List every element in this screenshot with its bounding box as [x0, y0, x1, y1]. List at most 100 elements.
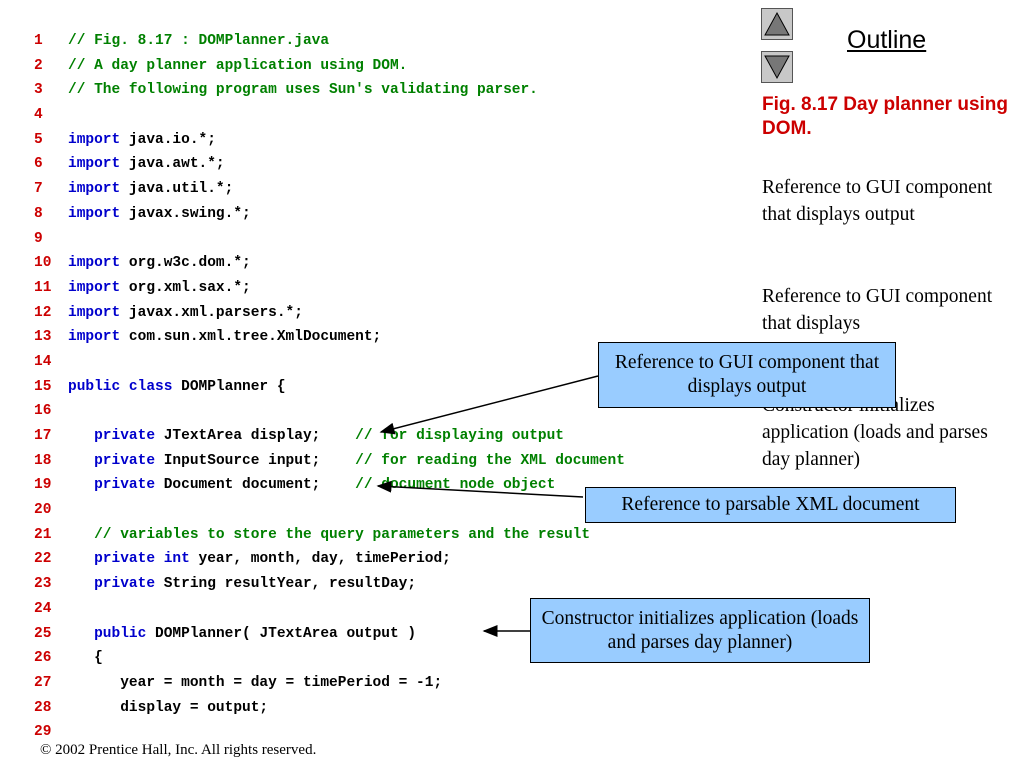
code-keyword: import — [68, 181, 121, 198]
line-number: 19 — [34, 477, 52, 494]
code-text — [68, 477, 94, 493]
line-number: 29 — [34, 724, 52, 741]
code-keyword: import — [68, 304, 121, 321]
line-number: 18 — [34, 452, 52, 469]
line-number: 3 — [34, 82, 43, 99]
code-line: 22 private int year, month, day, timePer… — [34, 547, 744, 572]
code-text: org.xml.sax.*; — [120, 279, 251, 296]
code-line: 8 import javax.swing.*; — [34, 202, 744, 227]
line-number: 13 — [34, 329, 52, 346]
code-text — [68, 576, 94, 592]
line-number: 5 — [34, 131, 43, 148]
line-number: 7 — [34, 181, 43, 198]
line-number: 1 — [34, 33, 43, 49]
code-keyword: private — [94, 452, 156, 469]
line-number: 11 — [34, 279, 52, 296]
line-number: 4 — [34, 107, 43, 124]
code-line: 16 — [34, 399, 744, 424]
line-number: 17 — [34, 428, 52, 444]
code-keyword: private — [94, 477, 156, 494]
callout-document: Reference to parsable XML document — [585, 487, 956, 523]
code-text: JTextArea display; — [155, 428, 356, 444]
code-line: 21 // variables to store the query param… — [34, 523, 744, 548]
code-keyword: import — [68, 131, 121, 148]
code-text: year = month = day = timePeriod = -1; — [68, 674, 443, 691]
previous-slide-button[interactable] — [761, 8, 793, 40]
code-line: 20 — [34, 498, 744, 523]
code-comment: // for displaying output — [355, 428, 565, 444]
code-text — [68, 453, 94, 469]
line-number: 25 — [34, 625, 52, 642]
code-text: DOMPlanner { — [172, 378, 286, 395]
code-text: javax.swing.*; — [120, 205, 251, 222]
code-text: java.util.*; — [120, 181, 234, 198]
line-number: 20 — [34, 502, 52, 519]
code-keyword: import — [68, 205, 121, 222]
code-text — [68, 551, 94, 567]
line-number: 14 — [34, 353, 52, 370]
code-keyword: private — [94, 576, 156, 593]
line-number: 28 — [34, 699, 52, 716]
figure-title: Fig. 8.17 Day planner using DOM. — [762, 94, 1009, 139]
code-text: String resultYear, resultDay; — [155, 576, 417, 593]
line-number: 21 — [34, 526, 52, 543]
line-number: 12 — [34, 304, 52, 321]
code-text: display = output; — [68, 699, 269, 716]
code-line: 2// A day planner application using DOM. — [34, 54, 744, 79]
code-line: 15 public class DOMPlanner { — [34, 375, 744, 400]
code-line: 28 display = output; — [34, 696, 744, 721]
code-line: 4 — [34, 103, 744, 128]
code-line: 24 — [34, 597, 744, 622]
code-line: 3 // The following program uses Sun's val… — [34, 78, 744, 103]
code-keyword: private — [94, 428, 156, 444]
code-text: year, month, day, timePeriod; — [189, 551, 451, 568]
code-comment: // Fig. 8.17 : DOMPlanner.java — [68, 33, 330, 49]
line-number: 8 — [34, 205, 43, 222]
line-number: 26 — [34, 650, 52, 667]
code-line: 23 private String resultYear, resultDay; — [34, 572, 744, 597]
code-text: com.sun.xml.tree.XmlDocument; — [120, 329, 382, 346]
code-comment: // The following program uses Sun's vali… — [68, 82, 538, 99]
code-line: 27 year = month = day = timePeriod = -1; — [34, 671, 744, 696]
code-line: 9 — [34, 227, 744, 252]
code-line: 1 // Fig. 8.17 : DOMPlanner.java — [34, 29, 744, 54]
code-comment: // for reading the XML document — [355, 452, 625, 469]
line-number: 16 — [34, 403, 52, 420]
code-comment: // document node object — [355, 477, 556, 494]
code-keyword: private int — [94, 551, 190, 568]
code-keyword: import — [68, 156, 121, 173]
code-text: javax.xml.parsers.*; — [120, 304, 303, 321]
copyright-footer: © 2002 Prentice Hall, Inc. All rights re… — [40, 742, 317, 758]
code-line: 18 private InputSource input; // for rea… — [34, 449, 744, 474]
code-text: { — [68, 650, 103, 667]
side-note: Reference to GUI component that displays… — [762, 177, 993, 225]
line-number: 9 — [34, 230, 43, 247]
outline-link[interactable]: Outline — [847, 26, 927, 54]
code-line: 7 import java.util.*; — [34, 177, 744, 202]
code-comment: // variables to store the query paramete… — [94, 526, 591, 543]
code-text — [68, 428, 94, 444]
code-line: 25 public DOMPlanner( JTextArea output ) — [34, 622, 744, 647]
code-keyword: public class — [68, 378, 173, 395]
code-keyword: public — [94, 625, 147, 642]
line-number: 27 — [34, 674, 52, 691]
side-note: Reference to GUI component that displays — [762, 286, 993, 334]
line-number: 22 — [34, 551, 52, 568]
code-line: 17 private JTextArea display; // for dis… — [34, 424, 744, 449]
code-text — [68, 626, 94, 642]
code-text: java.awt.*; — [120, 156, 225, 173]
triangle-down-icon — [764, 55, 790, 80]
line-number: 15 — [34, 378, 52, 395]
line-number: 6 — [34, 156, 43, 173]
code-line: 29 — [34, 720, 744, 745]
code-text: DOMPlanner( JTextArea output ) — [146, 625, 417, 642]
code-text: InputSource input; — [155, 452, 356, 469]
line-number: 10 — [34, 255, 52, 272]
next-slide-button[interactable] — [761, 51, 793, 83]
code-comment: // A day planner application using DOM. — [68, 57, 408, 74]
code-line: 12 import javax.xml.parsers.*; — [34, 301, 744, 326]
code-line: 6 import java.awt.*; — [34, 152, 744, 177]
